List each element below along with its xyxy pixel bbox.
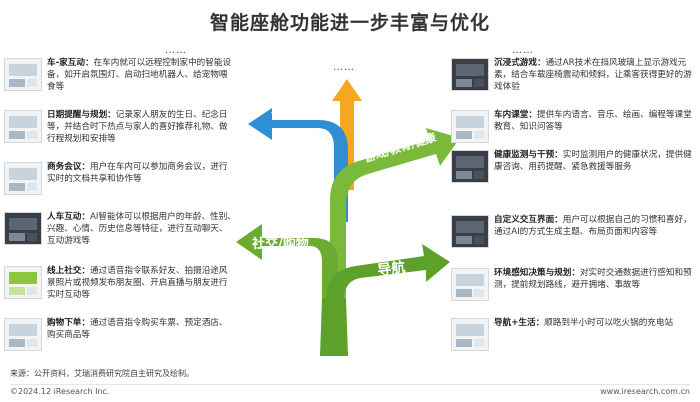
feature-text: 线上社交：通过语音指令联系好友、拍摄沿途风景照片或视频发布朋友圈、开启直播与朋友… [47, 266, 236, 301]
feature-shopping-order: 购物下单：通过语音指令购买车票、预定酒店、购买商品等 [4, 318, 236, 351]
feature-car-home-interaction: 车-家互动：在车内就可以远程控制家中的智能设备，如开启氛围灯、启动扫地机器人、给… [4, 58, 236, 93]
green-upper-arrow-shaft [330, 128, 460, 300]
page-title: 智能座舱功能进一步丰富与优化 [209, 12, 490, 34]
feature-title: 自定义交互界面： [494, 215, 563, 225]
feature-desc: 通过AR技术在挡风玻璃上显示游戏元素，结合车载座椅震动和倾斜，让乘客获得更好的游… [494, 58, 692, 92]
nav-life-thumbnail [451, 318, 489, 351]
feature-desc: 提供车内语言、音乐、绘画、编程等课堂教育、知识问答等 [494, 110, 692, 132]
feature-text: 车内课堂：提供车内语言、音乐、绘画、编程等课堂教育、知识问答等 [494, 110, 695, 134]
feature-environment-perception: 环境感知决策与规划：对实时交通数据进行感知和预测，提前规划路线，避开拥堵、事故等 [451, 268, 695, 301]
feature-date-reminder: 日期提醒与规划：记录家人朋友的生日、纪念日等，并结合时下热点与家人的喜好推荐礼物… [4, 110, 236, 145]
footer-divider [10, 384, 690, 385]
feature-desc: 用户可以根据自己的习惯和喜好，通过AI的方式生成主题、布局页面和内容等 [494, 215, 692, 237]
feature-desc: 用户在车内可以参加商务会议，进行实时的文档共享和协作等 [47, 162, 228, 184]
feature-custom-interface: 自定义交互界面：用户可以根据自己的习惯和喜好，通过AI的方式生成主题、布局页面和… [451, 215, 695, 248]
feature-nav-life: 导航+生活：顺路到半小时可以吃火锅的充电站 [451, 318, 695, 351]
in-car-class-thumbnail [451, 110, 489, 143]
feature-title: 环境感知决策与规划： [494, 268, 580, 278]
feature-title: 商务会议： [47, 162, 90, 172]
branch-label-social-shopping: 社交/购物 [251, 236, 309, 252]
smart-home-thumbnail [4, 58, 42, 91]
feature-business-meeting: 商务会议：用户在车内可以参加商务会议，进行实时的文档共享和协作等 [4, 162, 236, 195]
health-monitor-thumbnail [451, 150, 489, 183]
feature-text: 日期提醒与规划：记录家人朋友的生日、纪念日等，并结合时下热点与家人的喜好推荐礼物… [47, 110, 236, 145]
feature-text: 自定义交互界面：用户可以根据自己的习惯和喜好，通过AI的方式生成主题、布局页面和… [494, 215, 695, 239]
ar-game-thumbnail [451, 58, 489, 91]
feature-online-social: 线上社交：通过语音指令联系好友、拍摄沿途风景照片或视频发布朋友圈、开启直播与朋友… [4, 266, 236, 301]
feature-text: 商务会议：用户在车内可以参加商务会议，进行实时的文档共享和协作等 [47, 162, 236, 186]
more-dots-top: …… [333, 62, 355, 73]
orange-arrow [332, 79, 362, 116]
more-dots-left: …… [165, 45, 187, 56]
feature-text: 车-家互动：在车内就可以远程控制家中的智能设备，如开启氛围灯、启动扫地机器人、给… [47, 58, 236, 93]
feature-desc: 顺路到半小时可以吃火锅的充电站 [544, 318, 674, 328]
feature-desc: 通过语音指令联系好友、拍摄沿途风景照片或视频发布朋友圈、开启直播与朋友进行实时互… [47, 266, 228, 300]
feature-title: 健康监测与干预： [494, 150, 563, 160]
copyright: ©2024.12 iResearch Inc. [10, 387, 110, 396]
feature-text: 导航+生活：顺路到半小时可以吃火锅的充电站 [494, 318, 673, 330]
feature-text: 环境感知决策与规划：对实时交通数据进行感知和预测，提前规划路线，避开拥堵、事故等 [494, 268, 695, 292]
feature-human-car-interaction: 人车互动：AI智能体可以根据用户的年龄、性别、兴趣、心情、历史信息等特征，进行互… [4, 212, 236, 247]
feature-title: 车-家互动： [47, 58, 94, 68]
online-social-thumbnail [4, 266, 42, 299]
calendar-thumbnail [4, 110, 42, 143]
feature-text: 健康监测与干预：实时监测用户的健康状况，提供健康咨询、用药提醒、紧急救援等服务 [494, 150, 695, 174]
green-nav-arrow-shaft [326, 244, 450, 352]
custom-ui-thumbnail [451, 215, 489, 248]
feature-title: 线上社交： [47, 266, 90, 276]
trunk [320, 298, 348, 356]
feature-title: 购物下单： [47, 318, 90, 328]
env-perception-thumbnail [451, 268, 489, 301]
green-left-arrow-shaft [236, 224, 338, 300]
website-url: www.iresearch.com.cn [600, 387, 690, 396]
feature-text: 购物下单：通过语音指令购买车票、预定酒店、购买商品等 [47, 318, 236, 342]
feature-desc: 记录家人朋友的生日、纪念日等，并结合时下热点与家人的喜好推荐礼物、做行程规划和安… [47, 110, 228, 144]
feature-immersive-game: 沉浸式游戏：通过AR技术在挡风玻璃上显示游戏元素，结合车载座椅震动和倾斜，让乘客… [451, 58, 695, 93]
feature-desc: 通过语音指令购买车票、预定酒店、购买商品等 [47, 318, 228, 340]
feature-title: 车内课堂： [494, 110, 537, 120]
more-dots-right: …… [512, 45, 534, 56]
feature-desc: AI智能体可以根据用户的年龄、性别、兴趣、心情、历史信息等特征，进行互动聊天、互… [47, 212, 236, 246]
feature-desc: 对实时交通数据进行感知和预测，提前规划路线，避开拥堵、事故等 [494, 268, 692, 290]
ai-robot-thumbnail [4, 212, 42, 245]
feature-title: 人车互动： [47, 212, 90, 222]
feature-title: 导航+生活： [494, 318, 545, 328]
feature-in-car-class: 车内课堂：提供车内语言、音乐、绘画、编程等课堂教育、知识问答等 [451, 110, 695, 143]
feature-title: 沉浸式游戏： [494, 58, 546, 68]
feature-title: 日期提醒与规划： [47, 110, 116, 120]
feature-text: 沉浸式游戏：通过AR技术在挡风玻璃上显示游戏元素，结合车载座椅震动和倾斜，让乘客… [494, 58, 695, 93]
feature-desc: 在车内就可以远程控制家中的智能设备，如开启氛围灯、启动扫地机器人、给宠物喂食等 [47, 58, 232, 92]
source-note: 来源：公开资料，艾瑞消费研究院自主研究及绘制。 [10, 369, 194, 378]
feature-text: 人车互动：AI智能体可以根据用户的年龄、性别、兴趣、心情、历史信息等特征，进行互… [47, 212, 236, 247]
branch-label-life-work: 生活/工作 [271, 101, 319, 115]
shopping-thumbnail [4, 318, 42, 351]
feature-health-monitoring: 健康监测与干预：实时监测用户的健康状况，提供健康咨询、用药提醒、紧急救援等服务 [451, 150, 695, 183]
branch-label-navigation: 导航 [376, 259, 406, 279]
business-meeting-thumbnail [4, 162, 42, 195]
feature-desc: 实时监测用户的健康状况，提供健康咨询、用药提醒、紧急救援等服务 [494, 150, 692, 172]
